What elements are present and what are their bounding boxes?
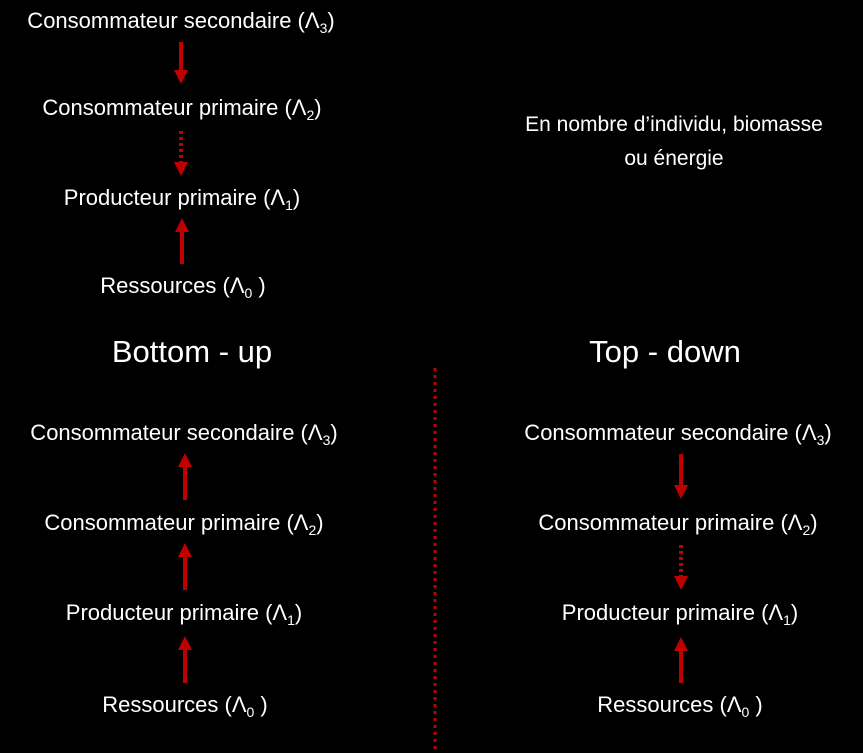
bottom-up-producer-primary-label: Producteur primaire (Λ1) bbox=[65, 600, 303, 628]
top-down-consumer-secondary-label: Consommateur secondaire (Λ3) bbox=[524, 420, 832, 448]
bottom-up-resources-label: Ressources (Λ0 ) bbox=[102, 692, 268, 720]
top-producer-primary-label: Producteur primaire (Λ1) bbox=[63, 185, 301, 213]
bottom-up-consumer-secondary-label: Consommateur secondaire (Λ3) bbox=[30, 420, 338, 448]
unit-note-line-2: ou énergie bbox=[624, 147, 724, 170]
bottom-up-arrow-to-producer bbox=[178, 636, 192, 683]
unit-note-line-1: En nombre d’individu, biomasse bbox=[525, 113, 823, 136]
top-arrow-resources-to-producer bbox=[175, 218, 189, 264]
bottom-up-consumer-primary-label: Consommateur primaire (Λ2) bbox=[44, 510, 324, 538]
top-down-heading: Top - down bbox=[589, 334, 741, 369]
bottom-up-arrow-to-secondary bbox=[178, 453, 192, 500]
top-down-arrow-primary-to-producer-dotted bbox=[674, 545, 688, 590]
top-down-arrow-resources-to-producer bbox=[674, 637, 688, 683]
top-arrow-primary-to-producer-dotted bbox=[174, 131, 188, 176]
top-down-arrow-secondary-to-primary bbox=[674, 454, 688, 499]
unit-note: En nombre d’individu, biomasse ou énergi… bbox=[525, 108, 823, 176]
top-resources-label: Ressources (Λ0 ) bbox=[100, 273, 266, 301]
top-down-consumer-primary-label: Consommateur primaire (Λ2) bbox=[538, 510, 818, 538]
top-arrow-secondary-to-primary bbox=[174, 42, 188, 84]
top-down-resources-label: Ressources (Λ0 ) bbox=[597, 692, 763, 720]
bottom-up-arrow-to-primary bbox=[178, 543, 192, 590]
top-consumer-primary-label: Consommateur primaire (Λ2) bbox=[42, 95, 322, 123]
top-down-producer-primary-label: Producteur primaire (Λ1) bbox=[561, 600, 799, 628]
top-consumer-secondary-label: Consommateur secondaire (Λ3) bbox=[27, 8, 335, 36]
bottom-up-heading: Bottom - up bbox=[111, 334, 273, 369]
